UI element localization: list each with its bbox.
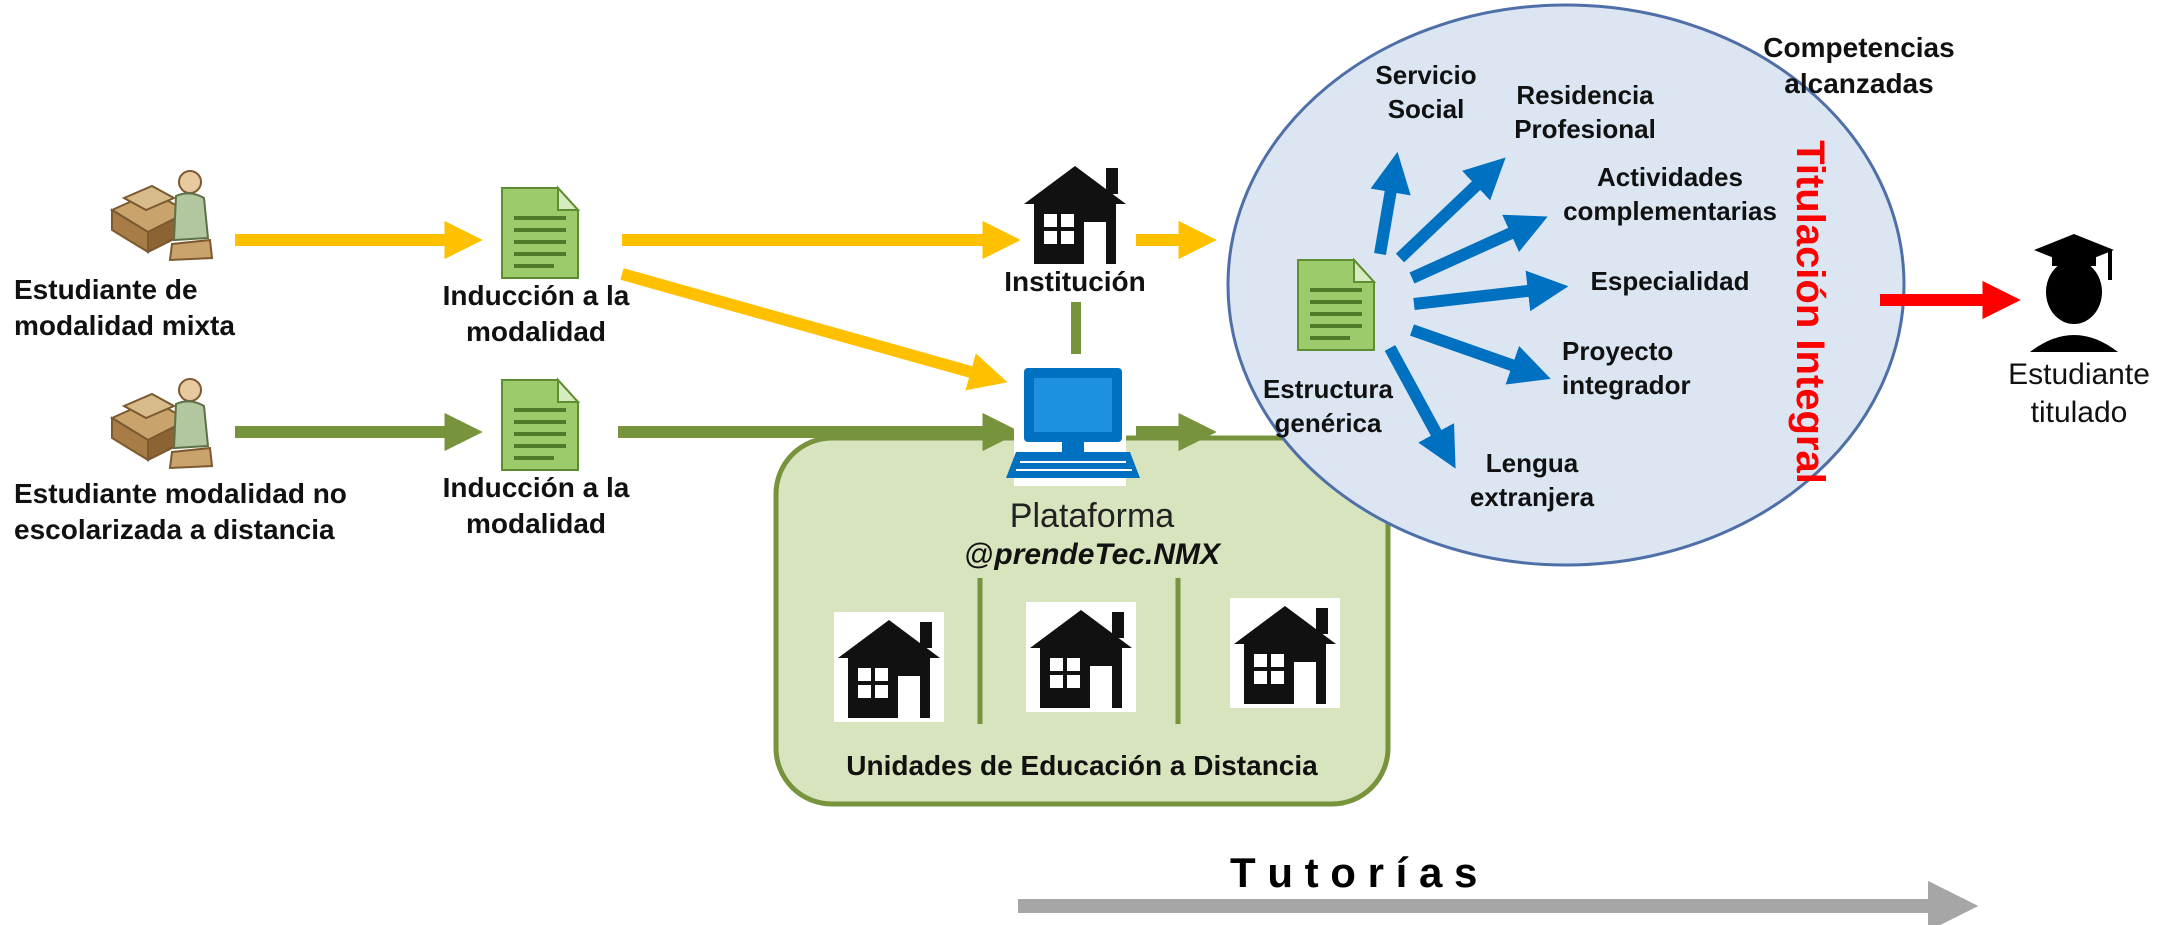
- tutoring-label: T u t o r í a s: [1230, 849, 1478, 896]
- platform-url-name: prendeTec.NMX: [994, 538, 1221, 571]
- arrow-actividades: [1409, 214, 1548, 284]
- graduated-student-label: Estudiante titulado: [2008, 358, 2150, 429]
- student-mixed-label: Estudiante de modalidad mixta: [14, 274, 235, 341]
- unit-house-icon-3: [1230, 598, 1340, 708]
- platform-url: @prendeTec.NMX: [912, 536, 1272, 574]
- branch-especialidad: Especialidad: [1590, 266, 1750, 296]
- arrow-servicio-social: [1370, 151, 1411, 256]
- platform-label: Plataforma: [1009, 497, 1175, 535]
- arrow-induction-to-platform: [620, 268, 1008, 391]
- student-distance-label: Estudiante modalidad no escolarizada a d…: [14, 478, 347, 545]
- arrow-residencia: [1395, 157, 1506, 263]
- arrow-proyecto: [1410, 324, 1551, 385]
- branch-residencia-profesional: Residencia Profesional: [1514, 80, 1656, 144]
- competencies-label: Competencias alcanzadas: [1763, 32, 1955, 99]
- student-mixed-icon: [111, 170, 213, 261]
- branch-actividades-complementarias: Actividades complementarias: [1563, 162, 1777, 226]
- arrow-especialidad: [1413, 270, 1569, 312]
- unit-house-icon-2: [1026, 602, 1136, 712]
- induction-label-1: Inducción a la modalidad: [442, 280, 630, 347]
- arrow-lengua: [1384, 345, 1456, 469]
- platform-url-prefix: @: [963, 538, 995, 571]
- induction-doc-icon-1: [501, 187, 579, 279]
- unit-house-icon-1: [834, 612, 944, 722]
- induction-doc-icon-2: [501, 379, 579, 471]
- institution-label: Institución: [1004, 266, 1146, 297]
- generic-structure-doc-icon: [1297, 259, 1375, 351]
- student-distance-icon: [111, 378, 213, 469]
- computer-icon: [1006, 366, 1140, 486]
- distance-units-label: Unidades de Educación a Distancia: [846, 750, 1318, 781]
- induction-label-2: Inducción a la modalidad: [442, 472, 630, 539]
- branch-lengua-extranjera: Lengua extranjera: [1469, 448, 1595, 512]
- branch-servicio-social: Servicio Social: [1375, 60, 1477, 124]
- integral-titling-label: Titulación Integral: [1788, 140, 1832, 484]
- generic-structure-label: Estructura genérica: [1262, 374, 1394, 438]
- institution-house-icon: [1020, 158, 1130, 268]
- branch-proyecto-integrador: Proyecto integrador: [1562, 336, 1691, 400]
- graduated-student-icon: [2030, 234, 2118, 352]
